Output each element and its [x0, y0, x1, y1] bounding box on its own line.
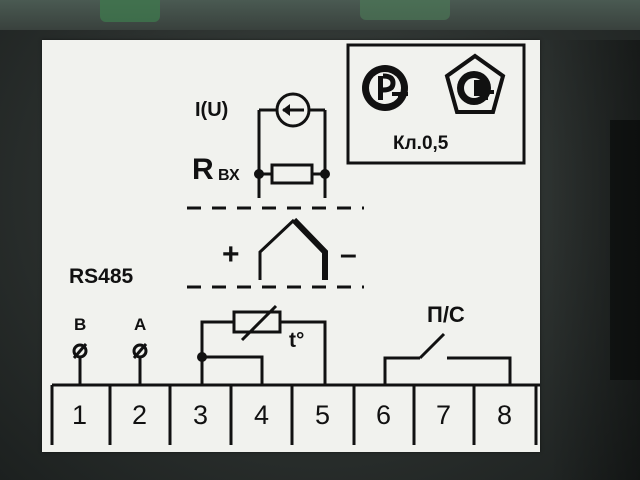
thermocouple-plus: +: [222, 238, 240, 271]
terminal-block: [50, 383, 540, 445]
accuracy-class-label: Кл.0,5: [393, 133, 449, 154]
rtd-sensor-symbol: [197, 304, 327, 385]
rs485-pin-a: A: [134, 315, 147, 334]
gost-pentagon-logo: [444, 53, 506, 114]
wiring-diagram: [50, 43, 540, 445]
wiring-label-panel: I(U) R ВХ + – RS485 B A t° П/С Кл.0,5 1 …: [42, 40, 540, 452]
rtd-temperature-label: t°: [289, 329, 305, 352]
resistance-label: R: [192, 153, 214, 186]
terminal-number-7: 7: [436, 400, 452, 430]
terminal-number-8: 8: [497, 400, 513, 430]
terminal-number-6: 6: [376, 400, 392, 430]
resistance-subscript: ВХ: [218, 167, 240, 184]
rs485-connectors: [72, 343, 148, 385]
rs485-label: RS485: [69, 265, 134, 288]
input-signal-label: I(U): [195, 99, 229, 121]
input-signal-symbol: [254, 92, 330, 198]
relay-label: П/С: [427, 302, 465, 327]
relay-contact-symbol: [383, 332, 512, 385]
terminal-number-3: 3: [193, 400, 209, 430]
housing-side-bar: [610, 120, 640, 380]
housing-shadow: [550, 40, 640, 480]
terminal-number-5: 5: [315, 400, 331, 430]
terminal-number-1: 1: [72, 400, 88, 430]
rst-certification-logo: [362, 65, 408, 111]
rs485-pin-b: B: [74, 315, 87, 334]
circuit-board-right: [360, 0, 450, 20]
housing-top-strip: [0, 0, 640, 30]
thermocouple-minus: –: [340, 238, 357, 271]
terminal-number-4: 4: [254, 400, 270, 430]
thermocouple-symbol: [258, 217, 328, 280]
terminal-number-2: 2: [132, 400, 148, 430]
circuit-board-left: [100, 0, 160, 22]
certification-box: [346, 43, 526, 165]
